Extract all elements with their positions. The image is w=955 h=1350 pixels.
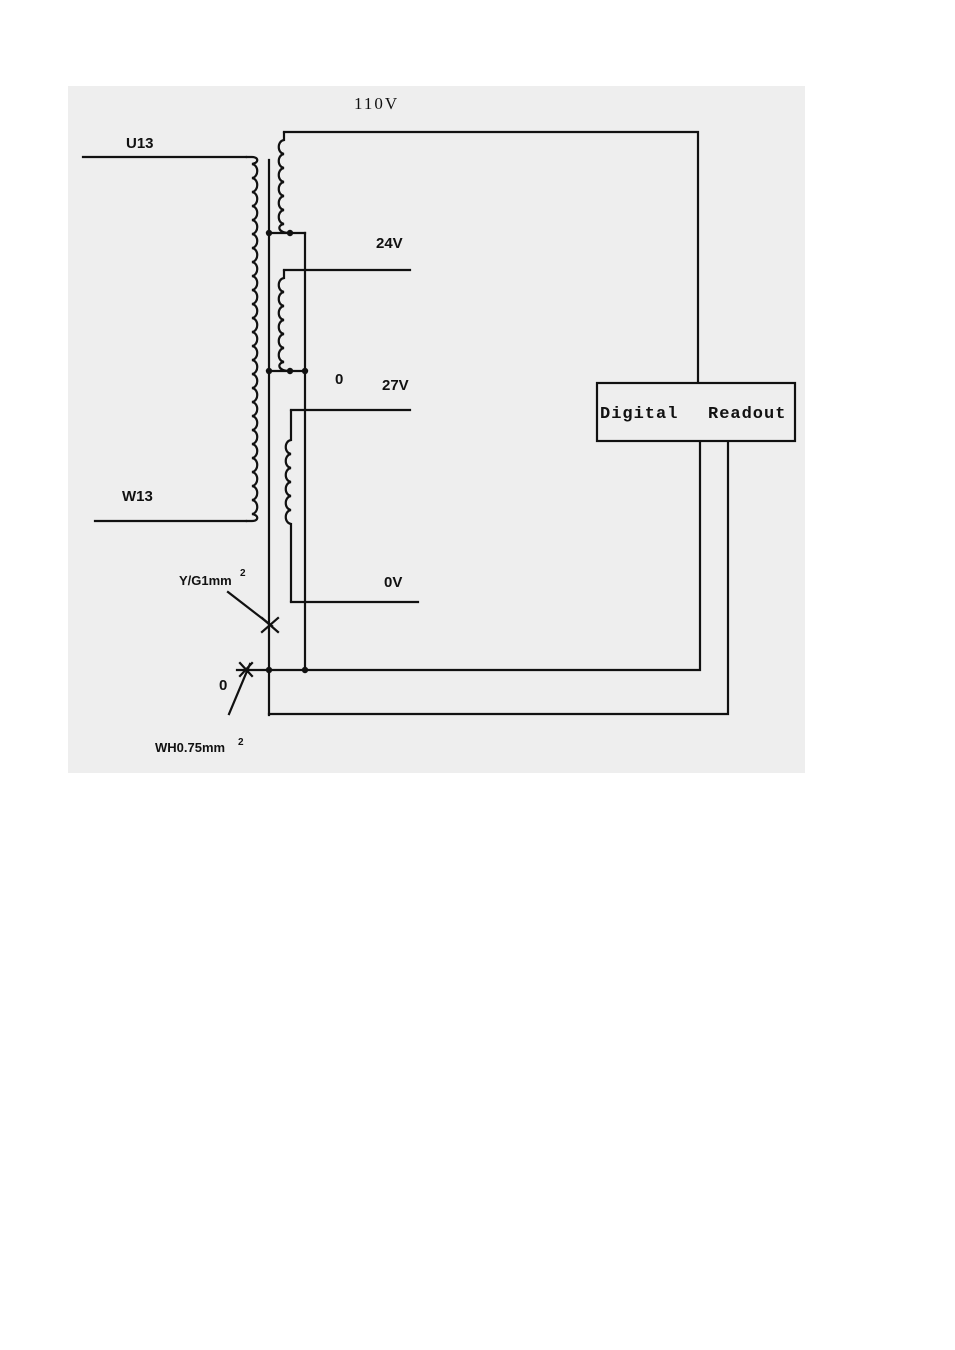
junction-dot [266, 368, 272, 374]
readout-label-readout: Readout [708, 405, 786, 424]
digital-readout-box: Digital Readout [597, 383, 795, 441]
label-wh-sup: 2 [238, 737, 244, 748]
junction-dot [302, 368, 308, 374]
label-yg-sup: 2 [240, 568, 246, 579]
label-wh-wire: WH0.75mm [155, 740, 225, 755]
label-0v: 0V [384, 574, 402, 591]
junction-dot [287, 230, 293, 236]
label-yg-wire: Y/G1mm [179, 573, 232, 588]
label-110v: 110V [354, 94, 399, 113]
label-u13: U13 [126, 135, 154, 152]
label-zero-lead: 0 [219, 677, 227, 694]
junction-dot [302, 667, 308, 673]
label-w13: W13 [122, 488, 153, 505]
junction-dot [266, 667, 272, 673]
readout-label-digital: Digital [600, 405, 678, 424]
junction-dot [287, 368, 293, 374]
label-24v: 24V [376, 235, 403, 252]
junction-dot [266, 230, 272, 236]
label-27v: 27V [382, 377, 409, 394]
label-zero-tap: 0 [335, 371, 343, 388]
